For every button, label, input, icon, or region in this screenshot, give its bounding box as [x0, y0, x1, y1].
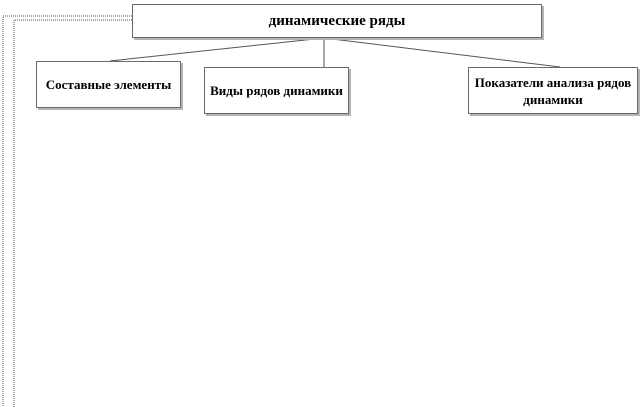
- child-node-label: Показатели анализа рядов динамики: [474, 74, 632, 107]
- child-node-label: Составные элементы: [45, 77, 172, 92]
- child-node-components: Составные элементы: [36, 61, 181, 108]
- root-node: динамические ряды: [132, 4, 542, 38]
- root-node-label: динамические ряды: [268, 12, 406, 29]
- child-node-analysis-indicators: Показатели анализа рядов динамики: [468, 67, 638, 114]
- outer-frame-line: [2, 15, 132, 407]
- connector-root-to-child-1: [109, 37, 325, 62]
- connector-root-to-child-3: [323, 37, 561, 68]
- outer-frame-inner-line: [13, 19, 132, 407]
- child-node-label: Виды рядов динамики: [210, 83, 343, 98]
- child-node-series-types: Виды рядов динамики: [204, 67, 349, 114]
